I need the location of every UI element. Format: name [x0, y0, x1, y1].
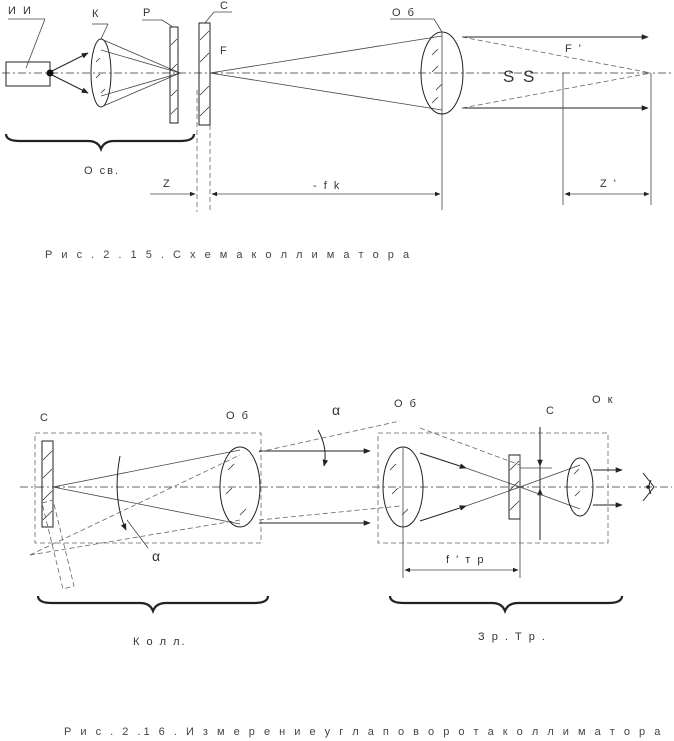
collimator-box — [34, 432, 262, 544]
z-label: Z — [163, 178, 172, 190]
light-source-point — [46, 69, 54, 77]
ray-arrow-lower — [51, 74, 89, 94]
alpha-top-label: α — [332, 402, 340, 418]
telescope-box — [377, 432, 609, 544]
objective-label: О б — [392, 7, 416, 19]
ss-label: S S — [503, 67, 536, 86]
eye-icon — [642, 472, 655, 502]
figure-2-caption: Р и с . 2 .1 6 . И з м е р е н и е у г л… — [64, 726, 663, 738]
reticle-plate — [198, 22, 211, 126]
collimator-brace — [36, 595, 270, 615]
figure-collimator-scheme: И И К Р С F — [2, 0, 672, 261]
plate-right-label: С — [546, 405, 556, 417]
telescope-label: З р . Т р . — [478, 631, 547, 643]
figure-1-caption: Р и с . 2 . 1 5 . С х е м а к о л л и м … — [45, 249, 412, 261]
filter-plate — [169, 26, 179, 124]
condenser-label: К — [92, 8, 100, 20]
telescope-brace — [388, 595, 624, 615]
source-leader-line — [25, 18, 46, 69]
focus-prime-label: F ' — [565, 43, 583, 55]
figure-collimator-rotation: С О б α α О б — [20, 394, 672, 738]
objective-left-label: О б — [226, 410, 250, 422]
angle-arc-top — [317, 429, 329, 467]
filter-label: Р — [143, 7, 152, 19]
ftr-label: f ' т р — [446, 554, 485, 566]
eyepiece-label: О к — [592, 394, 614, 406]
collimator-objective — [219, 446, 261, 528]
objective-right-label: О б — [394, 398, 418, 410]
rotated-plate-outline — [41, 499, 75, 590]
source-label: И И — [8, 5, 33, 17]
focus-label: F — [220, 45, 229, 57]
plate-left-label: С — [40, 412, 50, 424]
light-source-box — [5, 61, 51, 87]
z-prime-label: Z ' — [600, 178, 618, 190]
collimator-label: К о л л. — [133, 636, 187, 648]
ray-arrow-upper — [51, 52, 89, 72]
angle-arc-left — [116, 455, 127, 531]
eyepiece-lens — [566, 457, 594, 517]
illuminator-label: О св. — [84, 165, 120, 177]
plate-label: С — [220, 0, 230, 12]
alpha-bottom-label: α — [152, 548, 160, 564]
illuminator-brace — [4, 133, 196, 153]
collimator-plate — [41, 440, 54, 528]
fk-label: - f k — [313, 180, 341, 192]
